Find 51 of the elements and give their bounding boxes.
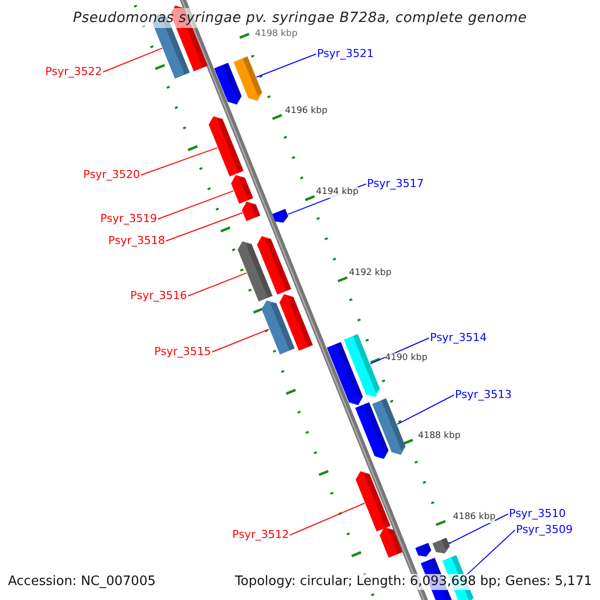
- gene-label: Psyr_3517: [367, 177, 424, 191]
- footer-text: Accession: NC_007005: [8, 574, 156, 590]
- gene-label: Psyr_3513: [455, 388, 512, 402]
- gene-segment: [242, 202, 260, 222]
- footer-text: Topology: circular; Length: 6,093,698 bp; Genes: 5,171: [234, 574, 592, 590]
- gene-label: Psyr_3510: [509, 507, 566, 521]
- gene-label: Psyr_3515: [154, 345, 211, 359]
- gene-segment: [231, 175, 254, 204]
- scale-label: 4194 kbp: [316, 187, 358, 198]
- scale-label: 4192 kbp: [349, 268, 392, 279]
- scale-label: 4188 kbp: [418, 431, 460, 442]
- gene-segment: [208, 116, 244, 177]
- scale-label: 4186 kbp: [453, 512, 496, 523]
- leader-line: [256, 54, 316, 78]
- gene-label: Psyr_3509: [516, 523, 573, 537]
- gene-segment: [432, 538, 450, 554]
- gene-segment: [326, 342, 363, 406]
- gene-segment: [234, 56, 262, 101]
- gene-label: Psyr_3520: [83, 168, 140, 182]
- gene-label: Psyr_3514: [430, 331, 487, 345]
- scale-label: 4190 kbp: [385, 353, 428, 364]
- gene-segment: [344, 334, 380, 398]
- leader-line: [188, 272, 248, 296]
- gene-label: Psyr_3519: [100, 212, 157, 226]
- gene-segment: [262, 300, 295, 354]
- gene-label: Psyr_3516: [130, 289, 187, 303]
- leader-line: [158, 190, 234, 220]
- scale-label: 4196 kbp: [285, 106, 328, 117]
- leader-line: [396, 394, 454, 425]
- leader-line: [290, 502, 366, 536]
- gene-segment: [415, 542, 432, 557]
- gene-segment: [214, 62, 242, 104]
- gene-segment: [355, 402, 389, 459]
- title: Pseudomonas syringae pv. syringae B728a, complete genome: [73, 8, 527, 28]
- gene-segment: [272, 208, 288, 223]
- leader-line: [212, 328, 270, 352]
- leader-line: [448, 514, 508, 544]
- gene-segment: [257, 236, 292, 295]
- leader-line: [140, 147, 218, 176]
- leader-line: [102, 48, 163, 72]
- gene-segment: [238, 241, 273, 302]
- gene-segment: [279, 294, 313, 351]
- gene-label: Psyr_3521: [317, 47, 374, 61]
- scale-label: 4198 kbp: [255, 29, 298, 40]
- gene-label: Psyr_3522: [45, 65, 102, 79]
- gene-segment: [380, 527, 403, 558]
- gene-segment: [372, 398, 406, 455]
- gene-segment: [356, 471, 391, 532]
- leader-line: [166, 212, 243, 242]
- gene-label: Psyr_3512: [232, 528, 289, 542]
- gene-label: Psyr_3518: [108, 234, 165, 248]
